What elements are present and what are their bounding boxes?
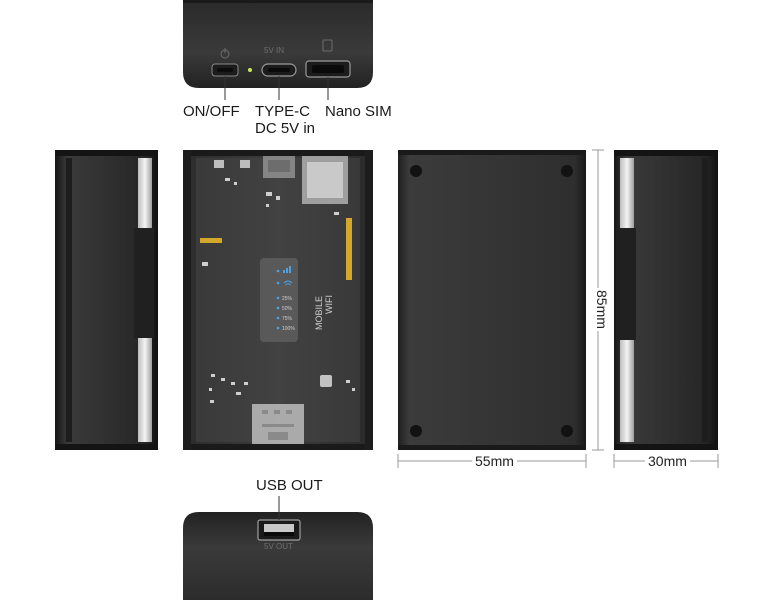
usb-out-print: 5V OUT <box>264 542 293 551</box>
device-brand: MOBILE WIFI <box>314 295 334 330</box>
type-c-label-line1: TYPE-C <box>255 103 311 120</box>
back-view <box>398 150 586 450</box>
brand-line-1: MOBILE <box>314 295 324 330</box>
usb-out-label: USB OUT <box>256 477 323 494</box>
top-view <box>183 0 373 100</box>
battery-level-75: 75% <box>282 316 293 322</box>
power-label: ON/OFF <box>183 103 240 120</box>
power-port-icon <box>211 48 239 77</box>
screw-icon <box>561 165 573 177</box>
status-led-icon <box>248 68 252 72</box>
signal-bars-icon <box>283 266 291 273</box>
battery-level-25: 25% <box>282 296 293 302</box>
screw-icon <box>410 165 422 177</box>
wifi-icon <box>283 280 293 286</box>
battery-led-75 <box>276 316 280 320</box>
battery-led-50 <box>276 306 280 310</box>
battery-level-list: 25% 50% 75% 100% <box>282 294 295 334</box>
type-c-print: 5V IN <box>264 46 285 55</box>
status-panel <box>260 258 298 342</box>
battery-level-100: 100% <box>282 326 295 332</box>
left-side-view <box>55 150 158 450</box>
screw-icon <box>561 425 573 437</box>
brand-line-2: WIFI <box>324 295 334 314</box>
battery-led-100 <box>276 326 280 330</box>
usb-port-icon <box>257 519 301 541</box>
battery-level-50: 50% <box>282 306 293 312</box>
height-dimension: 85mm <box>594 288 610 331</box>
bottom-view <box>183 496 373 600</box>
type-c-label-line2: DC 5V in <box>255 120 316 137</box>
right-side-view <box>614 150 718 450</box>
depth-dimension: 30mm <box>645 453 690 469</box>
type-c-label: TYPE-C DC 5V in <box>255 103 315 137</box>
front-view <box>183 150 373 450</box>
width-dimension: 55mm <box>472 453 517 469</box>
battery-led-25 <box>276 296 280 300</box>
screw-icon <box>410 425 422 437</box>
sim-label: Nano SIM <box>325 103 392 120</box>
type-c-port-icon <box>261 63 297 77</box>
